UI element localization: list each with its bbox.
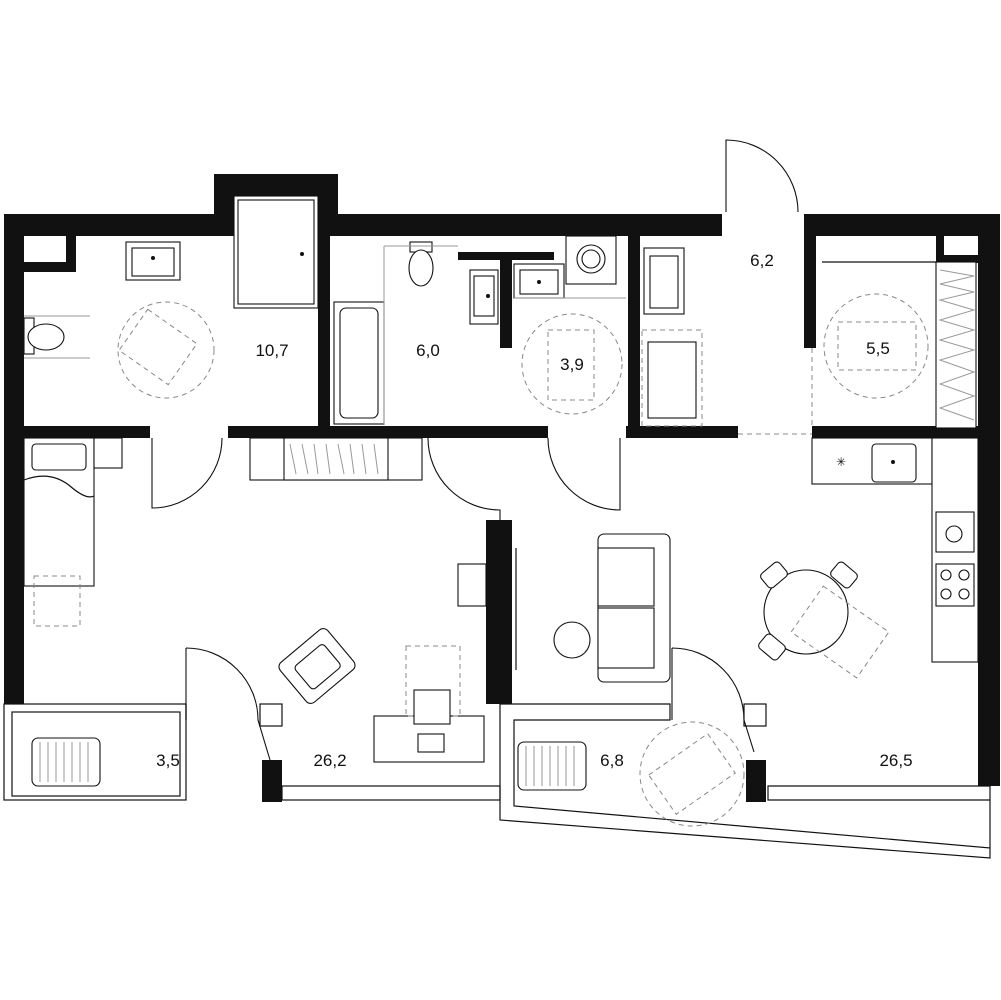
living-kitchen-furniture: ✳	[515, 437, 979, 683]
area-bathroom-2: 6,0	[416, 341, 440, 360]
svg-text:✳: ✳	[836, 455, 846, 469]
area-balcony-right: 6,8	[600, 751, 624, 770]
walls	[4, 174, 1000, 802]
area-living-kitchen: 26,5	[879, 751, 912, 770]
area-bedroom: 26,2	[313, 751, 346, 770]
room-labels: 10,7 6,0 3,9 6,2 5,5 3,5 26,2 6,8 26,5	[156, 251, 912, 770]
balcony-furniture	[31, 721, 745, 827]
area-hallway: 6,2	[750, 251, 774, 270]
area-bathroom-1: 10,7	[255, 341, 288, 360]
area-balcony-left: 3,5	[156, 751, 180, 770]
bathroom-1-fixtures	[23, 195, 319, 399]
bathroom-2-fixtures	[333, 241, 499, 425]
hallway-fixtures	[641, 247, 813, 435]
doors	[151, 139, 799, 761]
storage-fixtures	[822, 261, 977, 429]
bedroom-furniture	[23, 437, 487, 763]
area-storage: 5,5	[866, 339, 890, 358]
area-laundry: 3,9	[560, 355, 584, 374]
laundry-fixtures	[513, 235, 626, 415]
